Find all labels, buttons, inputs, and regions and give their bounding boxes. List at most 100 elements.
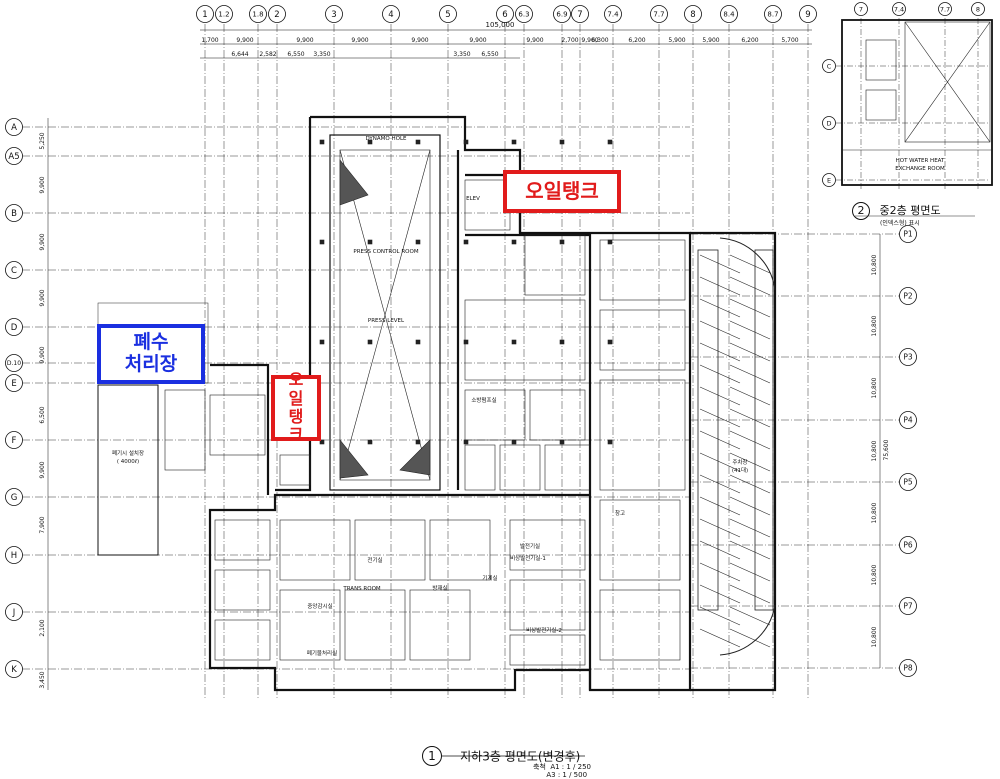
row-bubble-F: F	[5, 431, 23, 449]
park-bubble-P3-circle	[899, 348, 917, 366]
mezz-title-text: 중2층 평면도	[879, 204, 941, 217]
main-drawing-title: 1 지하3층 평면도(변경후)	[422, 746, 580, 766]
room-11	[279, 519, 351, 581]
room-14	[279, 589, 341, 661]
row-bubble-H: H	[5, 546, 23, 564]
ramp-hatch-a-0	[699, 254, 741, 274]
main-title-number: 1	[422, 746, 442, 766]
room-23	[599, 499, 681, 581]
room-17	[214, 519, 271, 561]
col-bubble-6.9-label: 6.9	[556, 10, 567, 18]
col-bubble-8.4-label: 8.4	[723, 10, 735, 18]
dim-row1-8: 2,700	[561, 37, 578, 44]
col-bubble-6.3-label: 6.3	[518, 10, 529, 18]
column-11	[511, 239, 517, 245]
dim-row2-0: 6,644	[231, 51, 248, 58]
dim-row1-11: 5,900	[668, 37, 685, 44]
ramp-hatch-a-10	[699, 474, 741, 494]
building-walls	[97, 19, 993, 692]
room-label-elec: 전기실	[367, 556, 382, 564]
mezz-col-bubble-8: 8	[971, 2, 985, 16]
mezz-row-bubble-C-label: C	[827, 62, 832, 70]
col-bubble-2-circle	[268, 5, 286, 23]
dim-left-1: 9,900	[39, 176, 46, 193]
dim-row2-3: 3,350	[313, 51, 330, 58]
col-bubble-3: 3	[325, 5, 343, 23]
oil-tank-callout-top: 오일탱크	[503, 170, 621, 213]
dim-row1-5: 9,900	[469, 37, 486, 44]
dim-right-6: 10,800	[871, 626, 878, 647]
room-6	[499, 444, 541, 491]
ramp-hatch-b-12	[729, 518, 771, 538]
dim-left-6: 9,900	[39, 461, 46, 478]
row-bubble-B-circle	[5, 204, 23, 222]
ramp-arc-bottom	[719, 604, 776, 656]
col-bubble-9-label: 9	[805, 10, 810, 20]
ramp-hatch-b-16	[729, 606, 771, 626]
park-bubble-P4-label: P4	[903, 416, 913, 425]
mezz-col-bubble-7.7-circle	[938, 2, 952, 16]
park-bubble-P1: P1	[899, 225, 917, 243]
column-4	[511, 139, 517, 145]
col-bubble-7: 7	[571, 5, 589, 23]
park-bubble-P5-circle	[899, 473, 917, 491]
park-bubble-P3-label: P3	[903, 353, 913, 362]
mezz-row-bubble-E-label: E	[827, 176, 831, 184]
col-bubble-7-circle	[571, 5, 589, 23]
room-27	[279, 454, 311, 486]
mezz-col-bubble-7-circle	[854, 2, 868, 16]
row-bubble-C: C	[5, 261, 23, 279]
row-bubble-D.10: D.10	[5, 354, 23, 372]
room-1	[524, 234, 586, 296]
col-bubble-8.4-circle	[720, 5, 738, 23]
wall-0	[208, 115, 692, 692]
room-21	[509, 579, 586, 631]
column-25	[511, 439, 517, 445]
row-bubble-A-circle	[5, 118, 23, 136]
column-27	[607, 439, 613, 445]
column-19	[559, 339, 565, 345]
room-19	[214, 619, 271, 661]
room-10	[599, 379, 686, 491]
park-bubble-P2-circle	[899, 287, 917, 305]
dim-right-1: 10,800	[871, 315, 878, 336]
col-bubble-4-label: 4	[388, 10, 393, 20]
dim-row2-1: 2,582	[259, 51, 276, 58]
ramp-hatch-b-0	[729, 254, 771, 274]
mezz-col-bubble-7.4-circle	[892, 2, 906, 16]
column-8	[367, 239, 373, 245]
col-bubble-1-circle	[196, 5, 214, 23]
mezz-col-bubble-8-circle	[971, 2, 985, 16]
column-12	[559, 239, 565, 245]
park-bubble-P7-circle	[899, 597, 917, 615]
room-label-parking: 주차장	[732, 458, 747, 466]
col-bubble-7.4: 7.4	[604, 5, 622, 23]
dim-row1-6: 9,900	[526, 37, 543, 44]
press-inner	[339, 149, 431, 481]
row-bubble-J-circle	[5, 603, 23, 621]
scale-a3: A3 : 1 / 500	[533, 771, 588, 779]
column-17	[463, 339, 469, 345]
column-10	[463, 239, 469, 245]
wastewater-label: 폐수 처리장	[124, 331, 178, 375]
parking-strip-left	[697, 249, 719, 611]
column-23	[415, 439, 421, 445]
row-bubble-A5: A5	[5, 147, 23, 165]
room-label-gen: 발전기실	[520, 542, 540, 550]
oil-char-2: 일	[288, 388, 304, 408]
row-bubble-C-label: C	[11, 266, 17, 276]
row-bubble-K-circle	[5, 660, 23, 678]
col-bubble-7-label: 7	[577, 10, 582, 20]
dim-row1-14: 5,700	[781, 37, 798, 44]
room-24	[599, 589, 681, 661]
park-bubble-P8-label: P8	[903, 664, 913, 673]
row-bubble-C-circle	[5, 261, 23, 279]
row-bubble-B: B	[5, 204, 23, 222]
main-title-text: 지하3층 평면도(변경후)	[460, 749, 581, 764]
ramp-hatch-a-9	[699, 452, 741, 472]
dim-right-3: 10,800	[871, 440, 878, 461]
mezz-stair	[865, 39, 897, 81]
dim-overall-text: 105,000	[486, 21, 515, 29]
row-bubble-E-circle	[5, 374, 23, 392]
